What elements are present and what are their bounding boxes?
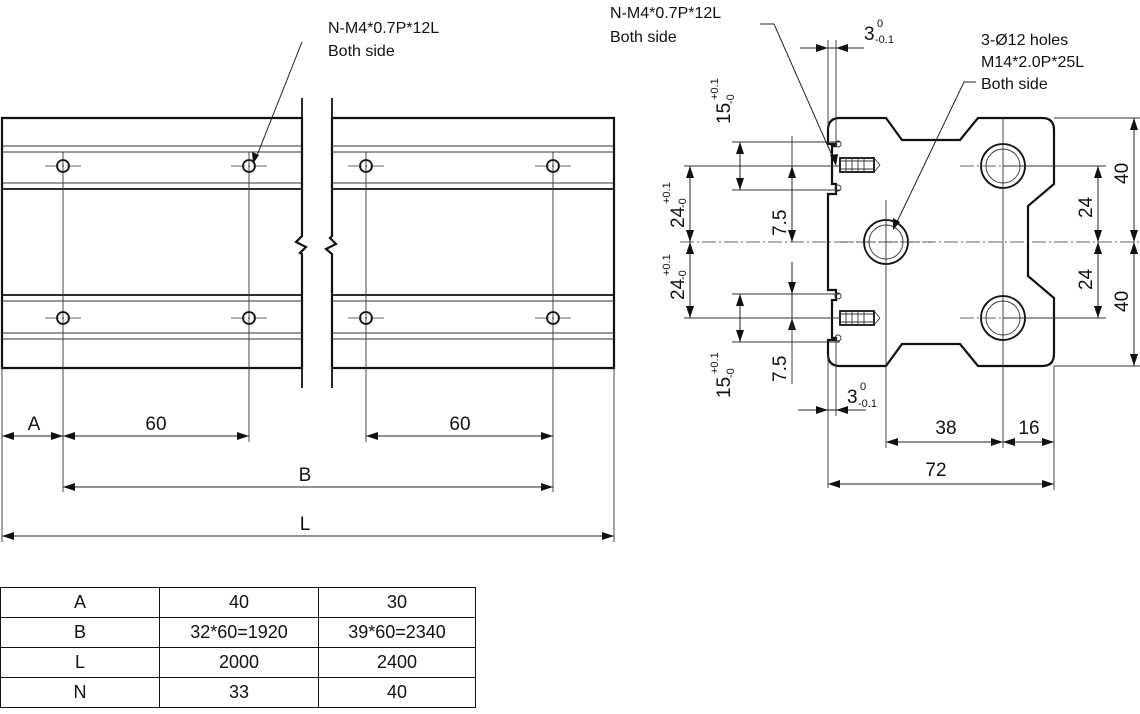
mounting-hole xyxy=(348,152,384,442)
table-cell: A xyxy=(0,587,160,618)
dimension-upper-pitch-label: 24 xyxy=(668,206,689,228)
holes-note-line3: Both side xyxy=(981,76,1048,93)
table-row: N 33 40 xyxy=(0,677,476,708)
dimension-slot-width-lower-label: 7.5 xyxy=(770,356,791,382)
table-cell: 40 xyxy=(318,677,476,708)
dimension-top-offset-tol-lower: -0 xyxy=(725,94,737,104)
dimension-a: A xyxy=(2,414,63,440)
dimension-l: L xyxy=(2,514,614,540)
dimension-top-offset-tol-upper: +0.1 xyxy=(709,78,721,100)
thread-note-leader xyxy=(252,41,303,164)
mounting-hole xyxy=(535,152,571,492)
hole-pitch-upper-label: 24 xyxy=(1076,196,1097,218)
thread-insert-lower xyxy=(839,310,881,326)
holes-note-line1: 3-Ø12 holes xyxy=(981,32,1068,49)
right-height-upper-label: 40 xyxy=(1112,163,1133,184)
table-cell: 39*60=2340 xyxy=(318,617,476,648)
side-thread-note-line2: Both side xyxy=(610,29,677,46)
table-cell: B xyxy=(0,617,160,648)
dimension-hole-pitch-upper: 24 xyxy=(1076,166,1102,242)
dimension-pitch-left: 60 xyxy=(63,414,249,440)
side-thread-note-line1: N-M4*0.7P*12L xyxy=(610,5,721,22)
table-row: L 2000 2400 xyxy=(0,647,476,678)
dimension-lower-pitch-tol-lower: -0 xyxy=(677,270,689,280)
dimension-hole-pitch-lower: 24 xyxy=(1076,242,1102,318)
slot-depth-bottom-tol-lower: -0.1 xyxy=(858,398,877,410)
dimension-right-height-lower: 40 xyxy=(1112,242,1138,366)
total-width-label: 72 xyxy=(925,460,946,481)
dimension-lower-pitch: 24 +0.1 -0 xyxy=(661,242,694,318)
dimension-top-offset-label: 15 xyxy=(714,103,735,124)
front-view: N-M4*0.7P*12L Both side A 60 60 xyxy=(0,20,616,542)
table-row: A 40 30 xyxy=(0,587,476,618)
table-cell: 30 xyxy=(318,587,476,618)
mounting-hole xyxy=(535,311,571,325)
dimension-slot-depth-top: 3 0 -0.1 xyxy=(800,18,894,146)
mounting-hole xyxy=(45,311,81,325)
dimension-bottom-offset-tol-lower: -0 xyxy=(725,368,737,378)
dimension-hole-offset-x: 38 xyxy=(886,418,1003,446)
rail-right-section xyxy=(324,116,616,370)
slot-depth-top-label: 3 xyxy=(864,24,875,45)
dimension-upper-pitch-tol-upper: +0.1 xyxy=(661,182,673,204)
dimension-hole-edge-x: 16 xyxy=(1003,418,1054,446)
dimension-upper-pitch: 24 +0.1 -0 xyxy=(661,166,694,242)
table-cell: L xyxy=(0,647,160,678)
hole-offset-x-label: 38 xyxy=(935,418,956,439)
dimension-total-width: 72 xyxy=(828,442,1055,490)
rail-profile xyxy=(826,116,1056,368)
spec-table: A 40 30 B 32*60=1920 39*60=2340 L 2000 2… xyxy=(0,587,476,708)
table-cell: 32*60=1920 xyxy=(159,617,319,648)
dimension-slot-depth-bottom: 3 0 -0.1 xyxy=(798,340,877,488)
dimension-bottom-offset: 15 +0.1 -0 xyxy=(709,294,744,398)
dimension-slot-width-upper: 7.5 xyxy=(770,136,796,242)
dimension-b: B xyxy=(62,436,553,492)
dimension-lower-pitch-label: 24 xyxy=(668,278,689,300)
front-thread-note-line1: N-M4*0.7P*12L xyxy=(328,20,439,37)
dimension-slot-width-lower: 7.5 xyxy=(770,262,796,384)
tapped-hole-upper xyxy=(960,118,1046,448)
right-height-lower-label: 40 xyxy=(1112,291,1133,312)
table-cell: N xyxy=(0,677,160,708)
mounting-hole xyxy=(231,311,267,325)
dimension-b-label: B xyxy=(299,465,312,486)
dimension-bottom-offset-tol-upper: +0.1 xyxy=(709,352,721,374)
dimension-top-offset: 15 +0.1 -0 xyxy=(709,78,744,190)
dimension-right-height-upper: 40 xyxy=(1112,118,1138,242)
tapped-hole-middle xyxy=(840,200,932,448)
slot-depth-top-tol-upper: 0 xyxy=(877,18,883,30)
table-cell: 40 xyxy=(159,587,319,618)
hole-edge-x-label: 16 xyxy=(1018,418,1039,439)
front-thread-note-line2: Both side xyxy=(328,43,395,60)
mounting-hole xyxy=(348,311,384,325)
dimension-bottom-offset-label: 15 xyxy=(714,377,735,398)
dimension-pitch-right-label: 60 xyxy=(449,414,470,435)
slot-depth-top-tol-lower: -0.1 xyxy=(875,34,894,46)
dimension-pitch-right: 60 xyxy=(366,414,553,440)
holes-note-line2: M14*2.0P*25L xyxy=(981,54,1084,71)
mounting-hole xyxy=(45,152,81,442)
slot-depth-bottom-tol-upper: 0 xyxy=(860,381,866,393)
dimension-upper-pitch-tol-lower: -0 xyxy=(677,198,689,208)
dimension-a-label: A xyxy=(28,414,41,435)
slot-depth-bottom-label: 3 xyxy=(847,387,858,408)
table-row: B 32*60=1920 39*60=2340 xyxy=(0,617,476,648)
mounting-hole xyxy=(231,152,267,442)
dimension-slot-width-upper-label: 7.5 xyxy=(770,210,791,236)
rail-left-section xyxy=(0,116,308,370)
table-cell: 33 xyxy=(159,677,319,708)
dimension-l-label: L xyxy=(300,514,311,535)
holes-note-leader xyxy=(893,81,976,230)
table-cell: 2000 xyxy=(159,647,319,678)
side-view: 15 +0.1 -0 7.5 24 +0.1 -0 xyxy=(610,5,1140,490)
mounting-holes xyxy=(45,152,571,492)
table-cell: 2400 xyxy=(318,647,476,678)
thread-insert-upper xyxy=(839,157,881,173)
hole-pitch-lower-label: 24 xyxy=(1076,268,1097,290)
groove-lines xyxy=(2,145,614,340)
dimension-pitch-left-label: 60 xyxy=(145,414,166,435)
side-thread-note-leader xyxy=(760,23,838,166)
dimension-lower-pitch-tol-upper: +0.1 xyxy=(661,254,673,276)
